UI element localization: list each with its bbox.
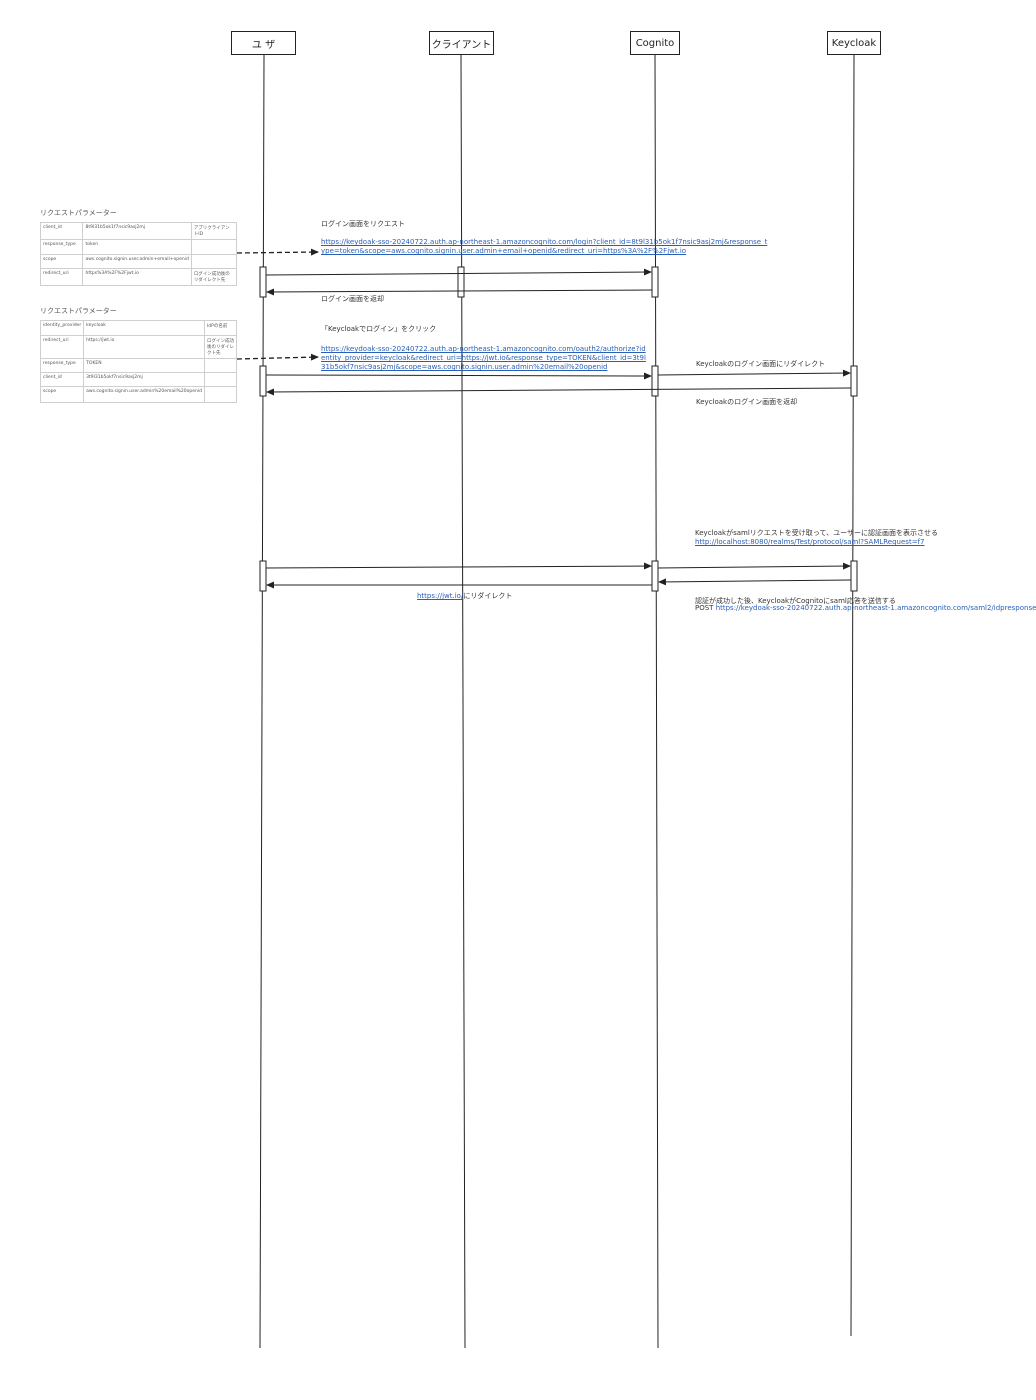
params2-title: リクエストパラメーター [40,307,117,315]
actor-client: クライアント [429,31,494,55]
table-cell [190,254,238,269]
table-cell: redirect_uri [39,335,85,359]
table-cell: keycloak [83,320,205,336]
table-cell [203,386,238,403]
table-cell: client_id [39,222,84,240]
activation-cognito-3 [651,560,659,592]
table-cell: identity_provider [39,320,85,336]
table-cell: response_type [39,358,85,373]
table-cell: token [82,239,192,255]
step1-url-link[interactable]: https://keydoak-sso-20240722.auth.ap-nor… [321,238,768,255]
activation-user-3 [259,560,267,592]
step2-redirect-label: Keycloakのログイン画面にリダイレクト [696,360,826,368]
step4-redirect-text: にリダイレクト [463,592,513,600]
table-cell: scope [39,386,85,403]
activation-user-2 [259,365,267,397]
actor-user: ユ ザ [231,31,296,55]
table-cell [190,239,238,255]
message-keycloak-login-screen [266,387,852,396]
table-cell: aws.cognito.signin.user.admin+email+open… [82,254,192,269]
connector-params1 [236,248,319,256]
message-login-response [266,288,653,296]
message-login-request [265,268,652,276]
table-cell: scope [39,254,84,269]
table-cell: redirect_uri [39,268,84,286]
step4-post-line: POST https://keydoak-sso-20240722.auth.a… [695,604,1036,613]
message-keycloak-to-cognito [658,578,852,586]
table-cell: アプリクライアントID [190,222,238,240]
step1-title: ログイン画面をリクエスト [321,220,405,228]
sequence-diagram-canvas [236,54,858,1349]
message-user-to-cognito [265,562,652,570]
step4-post-url[interactable]: https://keydoak-sso-20240722.auth.ap-nor… [715,604,1036,612]
table-cell: https%3A%2F%2Fjwt.io [82,268,192,286]
message-redirect-keycloak [657,369,851,377]
step2-return-label: Keycloakのログイン画面を返却 [696,398,798,406]
activation-cognito-1 [651,266,659,298]
table-cell: https://jwt.io [83,335,205,359]
table-cell: IdPの名前 [203,320,238,336]
step2-title: 「Keycloakでログイン」をクリック [321,325,437,333]
actor-keycloak: Keycloak [827,31,881,55]
connector-params2 [236,353,319,361]
lifeline-keycloak [850,54,855,1337]
message-cognito-to-keycloak [657,562,851,570]
lifeline-user [259,54,265,1349]
activation-cognito-2 [651,365,659,397]
table-cell: ログイン成功後のリダイレクト先 [203,335,238,359]
activation-user-1 [259,266,267,298]
step4-title: 認証が成功した後、KeycloakがCognitoにsaml応答を送信する [695,597,896,605]
table-cell: TOKEN [83,358,205,373]
actor-cognito: Cognito [630,31,680,55]
step4-redirect-link[interactable]: https://jwt.io/ [417,592,464,600]
activation-client-1 [457,266,465,298]
message-keycloak-login-click [265,372,652,380]
table-cell: 3t9l31b5okf7nsic9asj2mj [83,372,205,387]
step4-post-prefix: POST [695,604,716,612]
step2-url-link[interactable]: https://keydoak-sso-20240722.auth.ap-nor… [321,345,646,371]
table-cell: aws.cognito.signin.user.admin%20email%20… [83,386,205,403]
params1-title: リクエストパラメーター [40,209,117,217]
step4-redirect-label: https://jwt.io/にリダイレクト [417,591,512,601]
step1-return-label: ログイン画面を返却 [321,295,384,303]
table-cell [203,358,238,373]
table-cell: ログイン成功後のリダイレクト先 [190,268,238,286]
table-cell [203,372,238,387]
table-cell: 8t9l31b5ok1f7nsic9asj2mj [82,222,192,240]
table-cell: client_id [39,372,85,387]
step3-title: Keycloakがsamlリクエストを受け取って、ユーザーに認証画面を表示させる [695,529,938,537]
table-cell: response_type [39,239,84,255]
step3-url-link[interactable]: http://localhost:8080/realms/Test/protoc… [695,538,925,546]
activation-keycloak-2 [850,365,858,397]
activation-keycloak-3 [850,560,858,592]
